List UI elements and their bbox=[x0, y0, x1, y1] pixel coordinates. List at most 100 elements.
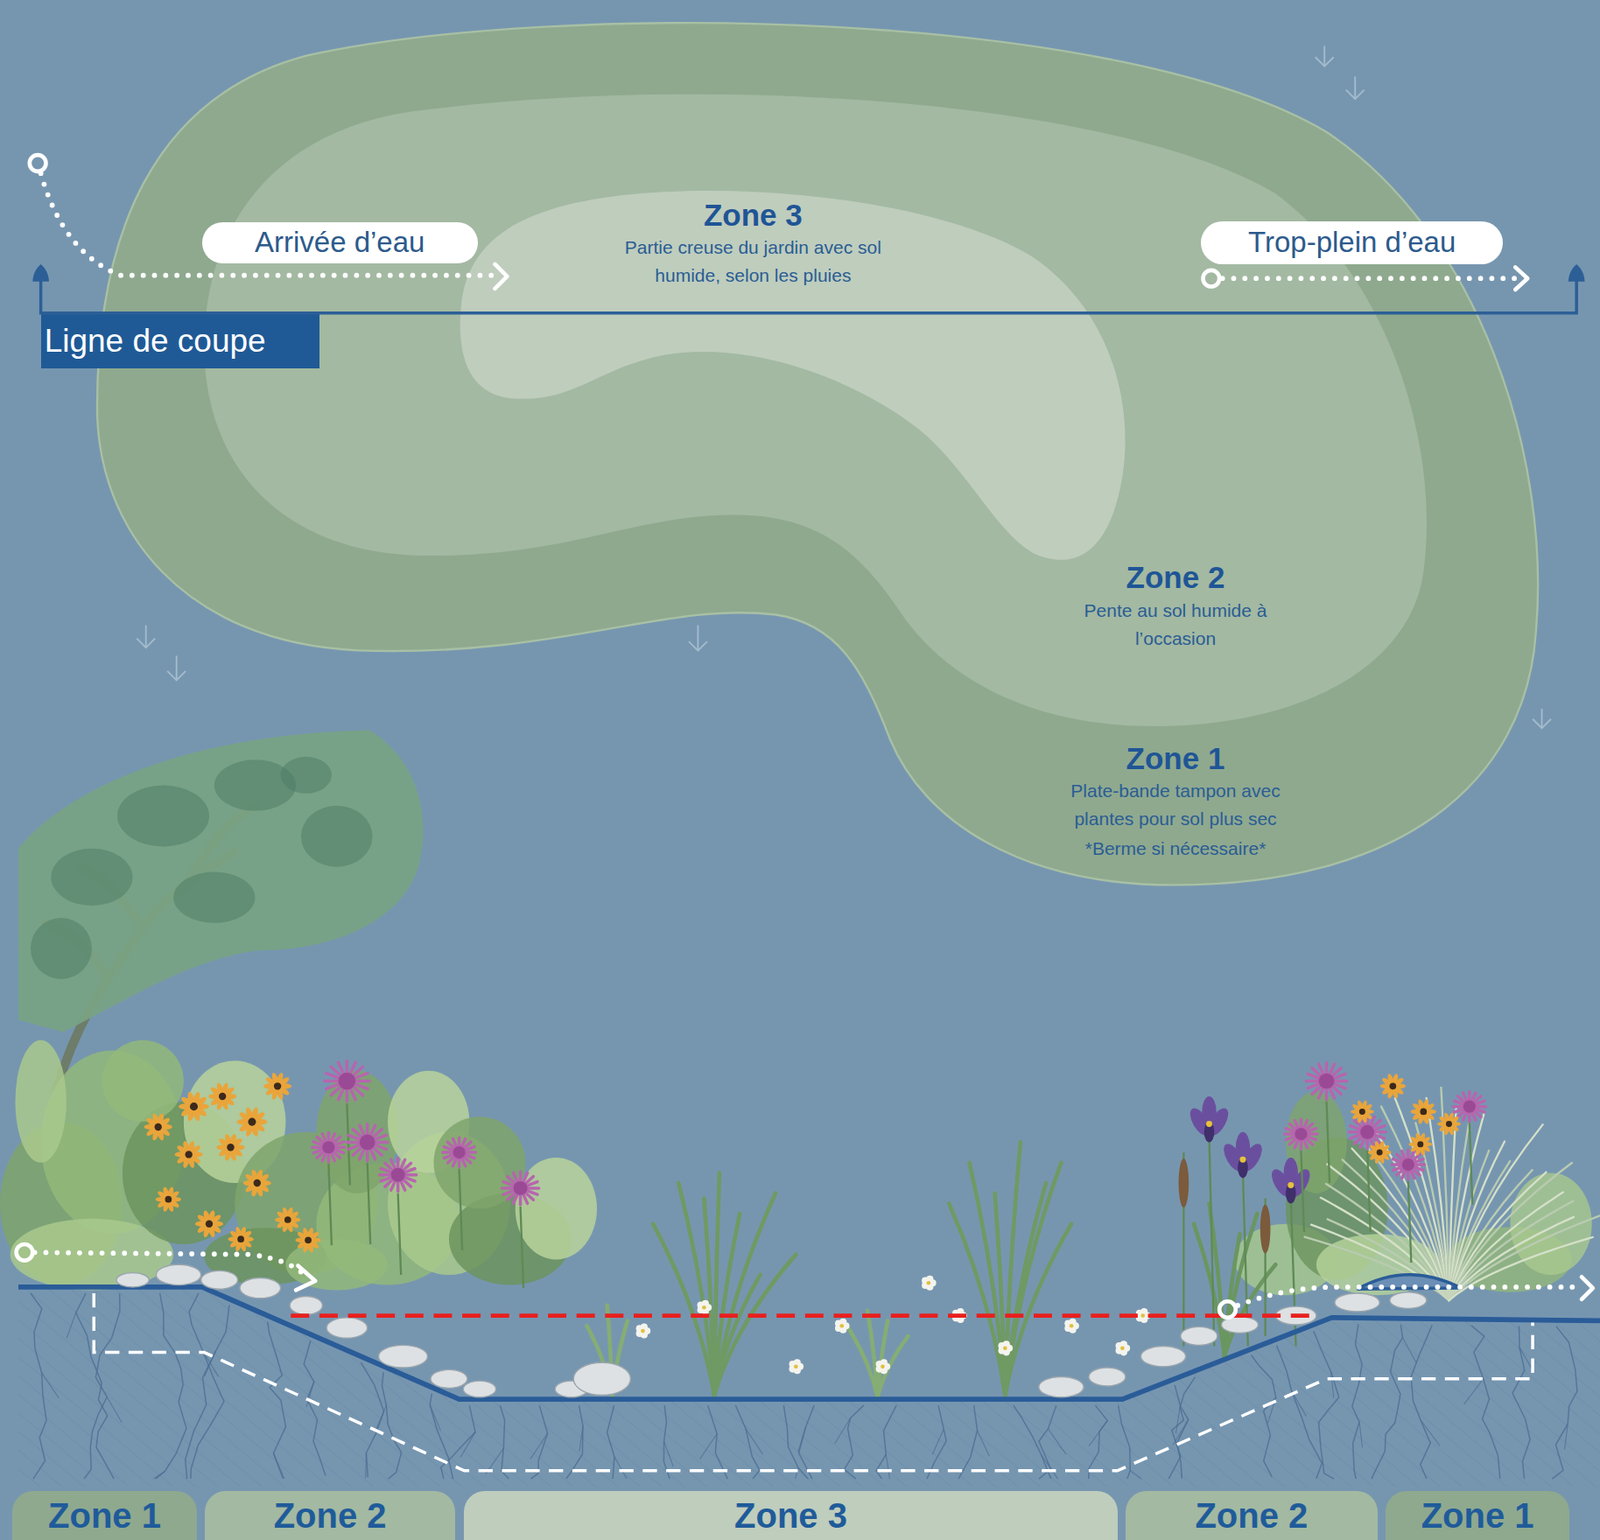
white-flower-petal bbox=[640, 1324, 648, 1332]
beebalm-petal bbox=[367, 1125, 376, 1143]
rock bbox=[430, 1369, 468, 1389]
beebalm-petal bbox=[1294, 1121, 1301, 1136]
grass-blade bbox=[703, 1199, 715, 1397]
beebalm-petal bbox=[345, 1080, 349, 1102]
white-flower-petal bbox=[839, 1319, 847, 1327]
susan-petal bbox=[1410, 1109, 1424, 1116]
soil-crack bbox=[153, 1471, 165, 1480]
beebalm-petal bbox=[352, 1142, 367, 1156]
beebalm-center bbox=[1360, 1125, 1375, 1140]
rock bbox=[1140, 1347, 1186, 1368]
beebalm-petal bbox=[442, 1150, 460, 1154]
beebalm-petal bbox=[1354, 1132, 1368, 1144]
beebalm-petal bbox=[313, 1142, 329, 1148]
foliage bbox=[1285, 1091, 1348, 1194]
grass-blade bbox=[714, 1193, 776, 1397]
susan-petal bbox=[270, 1086, 281, 1102]
beebalm-petal bbox=[338, 1062, 348, 1081]
susan-petal bbox=[254, 1169, 265, 1185]
beebalm-petal bbox=[457, 1152, 461, 1168]
white-flower-petal bbox=[1115, 1342, 1123, 1350]
beebalm-petal bbox=[1350, 1126, 1368, 1133]
zone-band-label: Zone 3 bbox=[734, 1491, 848, 1534]
susan-petal bbox=[196, 1214, 211, 1227]
zone-band-label: Zone 1 bbox=[48, 1491, 162, 1534]
foliage bbox=[1448, 1227, 1572, 1293]
beebalm-petal bbox=[1319, 1064, 1327, 1081]
beebalm-petal bbox=[346, 1073, 368, 1082]
white-flower-petal bbox=[880, 1359, 888, 1367]
grass-blade bbox=[1311, 1225, 1449, 1302]
grass-blade bbox=[714, 1255, 796, 1397]
beebalm-petal bbox=[313, 1147, 329, 1153]
susan-petal bbox=[1362, 1109, 1375, 1115]
tree-trunk bbox=[45, 806, 255, 1092]
susan-petal bbox=[301, 1240, 311, 1254]
soil-crack bbox=[429, 1405, 441, 1432]
grass-blade bbox=[607, 1305, 613, 1397]
soil-cracks bbox=[30, 1293, 1578, 1480]
susan-petal bbox=[151, 1113, 162, 1129]
susan-petal bbox=[179, 1095, 195, 1109]
beebalm-petal bbox=[380, 1175, 398, 1182]
beebalm-petal bbox=[452, 1152, 459, 1167]
susan-petal bbox=[1393, 1084, 1406, 1090]
susan-petal bbox=[287, 1217, 301, 1223]
soil-crack bbox=[579, 1425, 583, 1452]
beebalm-petal bbox=[1360, 1116, 1368, 1132]
beebalm-petal bbox=[1307, 1080, 1327, 1088]
susan-petal bbox=[1438, 1115, 1450, 1126]
white-flower-center bbox=[1003, 1347, 1008, 1352]
beebalm-petal bbox=[346, 1062, 356, 1081]
grass-blade bbox=[1224, 1234, 1240, 1357]
rain-arrow bbox=[1315, 45, 1334, 66]
beebalm-petal bbox=[1367, 1126, 1384, 1133]
susan-petal bbox=[1391, 1084, 1405, 1096]
beebalm-petal bbox=[346, 1080, 363, 1095]
beebalm-petal bbox=[1454, 1107, 1470, 1113]
white-flower-petal bbox=[1136, 1314, 1144, 1322]
grass-blade bbox=[1440, 1087, 1449, 1301]
flower-stem bbox=[1182, 1152, 1185, 1347]
grass-blade bbox=[877, 1320, 889, 1397]
beebalm-center bbox=[1463, 1101, 1476, 1114]
susan-center bbox=[1389, 1082, 1397, 1090]
rocks bbox=[116, 1264, 1427, 1398]
susan-petal bbox=[241, 1236, 254, 1243]
white-flower-center bbox=[640, 1329, 646, 1334]
susan-petal bbox=[168, 1197, 182, 1203]
soil-crack bbox=[1277, 1345, 1323, 1480]
rock bbox=[326, 1318, 368, 1339]
beebalm-petal bbox=[1463, 1093, 1470, 1108]
susan-petal bbox=[175, 1151, 189, 1158]
susan-petal bbox=[281, 1220, 291, 1234]
beebalm-petal bbox=[1469, 1101, 1485, 1107]
vegetation bbox=[0, 730, 1600, 1398]
susan-petal bbox=[145, 1125, 160, 1138]
soil-crack bbox=[1176, 1408, 1181, 1434]
beebalm-petal bbox=[345, 1060, 349, 1081]
susan-petal bbox=[1414, 1144, 1423, 1158]
susan-petal bbox=[238, 1226, 248, 1240]
grass-blade bbox=[948, 1203, 1005, 1396]
susan-petal bbox=[186, 1154, 197, 1170]
foliage bbox=[285, 1239, 388, 1291]
soil-crack bbox=[745, 1429, 763, 1455]
grass-blade bbox=[1326, 1164, 1449, 1302]
susan-petal bbox=[238, 1239, 248, 1253]
tree-leaves bbox=[301, 806, 373, 868]
susan-petal bbox=[144, 1124, 158, 1130]
soil-crack bbox=[375, 1405, 386, 1432]
white-flower-center bbox=[839, 1324, 844, 1329]
beebalm-petal bbox=[1396, 1164, 1409, 1176]
text-slot: Zone 2 bbox=[1099, 561, 1253, 595]
susan-center bbox=[1359, 1108, 1366, 1116]
white-flower-center bbox=[793, 1365, 799, 1370]
rock bbox=[1221, 1317, 1258, 1334]
white-flower-petal bbox=[883, 1363, 891, 1371]
cattail bbox=[1178, 1158, 1190, 1208]
beebalm-petal bbox=[322, 1134, 329, 1149]
susan-petal bbox=[249, 1107, 260, 1123]
berm bbox=[1357, 1275, 1462, 1291]
soil-crack bbox=[303, 1340, 326, 1476]
